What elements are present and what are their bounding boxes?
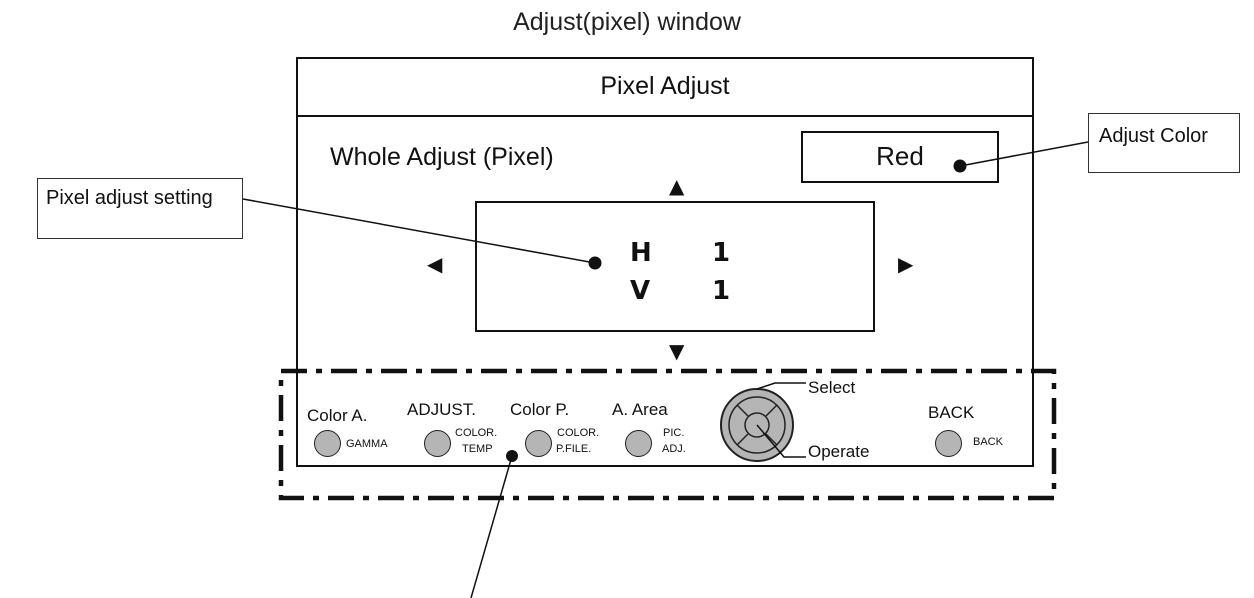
- button-leader-dot: [506, 450, 518, 462]
- section-label: Whole Adjust (Pixel): [330, 143, 554, 171]
- h-label: H: [630, 238, 652, 268]
- back-button[interactable]: [935, 430, 962, 457]
- a-area-button[interactable]: [625, 430, 652, 457]
- window-header: [296, 57, 1034, 117]
- select-label: Select: [808, 378, 856, 397]
- button-panel-outline: [278, 368, 1057, 501]
- pixel-setting-leader-dot: [588, 256, 602, 270]
- callout-adjust-color: Adjust Color: [1088, 113, 1240, 173]
- arrow-up-icon: ▲: [669, 174, 685, 198]
- pixel-setting-leader-line: [242, 198, 596, 264]
- v-value: 1: [712, 276, 731, 306]
- color-p-label: Color P.: [510, 400, 570, 419]
- adjust-color-value: Red: [876, 141, 924, 171]
- adjust-color-box[interactable]: [801, 131, 999, 183]
- pixel-adjust-window: [296, 57, 1034, 467]
- adjust-color-leader-line: [959, 141, 1089, 167]
- arrow-right-icon: ▶: [898, 252, 914, 276]
- color-a-button[interactable]: [314, 430, 341, 457]
- back-sublabel: BACK: [973, 436, 1003, 448]
- color-p-button[interactable]: [525, 430, 552, 457]
- adjust-button[interactable]: [424, 430, 451, 457]
- window-title: Pixel Adjust: [600, 72, 730, 100]
- a-area-sublabel-1: PIC.: [663, 427, 685, 439]
- color-a-label: Color A.: [307, 406, 368, 425]
- diagram-title: Adjust(pixel) window: [513, 8, 741, 36]
- color-p-sublabel-1: COLOR.: [557, 427, 600, 439]
- color-p-sublabel-2: P.FILE.: [556, 443, 592, 455]
- select-leader-line: [756, 382, 806, 390]
- v-label: V: [630, 276, 651, 306]
- operate-leader-line: [756, 424, 806, 458]
- back-label: BACK: [928, 403, 975, 422]
- adjust-label: ADJUST.: [407, 400, 476, 419]
- arrow-left-icon: ◀: [427, 252, 443, 276]
- adjust-sublabel-2: TEMP: [462, 443, 493, 455]
- pixel-value-box: [475, 201, 875, 332]
- button-leader-line: [470, 455, 513, 598]
- a-area-label: A. Area: [612, 400, 668, 419]
- adjust-sublabel-1: COLOR.: [455, 427, 498, 439]
- callout-pixel-adjust-setting: Pixel adjust setting: [37, 178, 243, 239]
- color-a-sublabel: GAMMA: [346, 438, 388, 450]
- operate-label: Operate: [808, 442, 870, 461]
- arrow-down-icon: ▼: [669, 339, 685, 363]
- a-area-sublabel-2: ADJ.: [662, 443, 686, 455]
- adjust-color-leader-dot: [953, 159, 967, 173]
- h-value: 1: [712, 238, 731, 268]
